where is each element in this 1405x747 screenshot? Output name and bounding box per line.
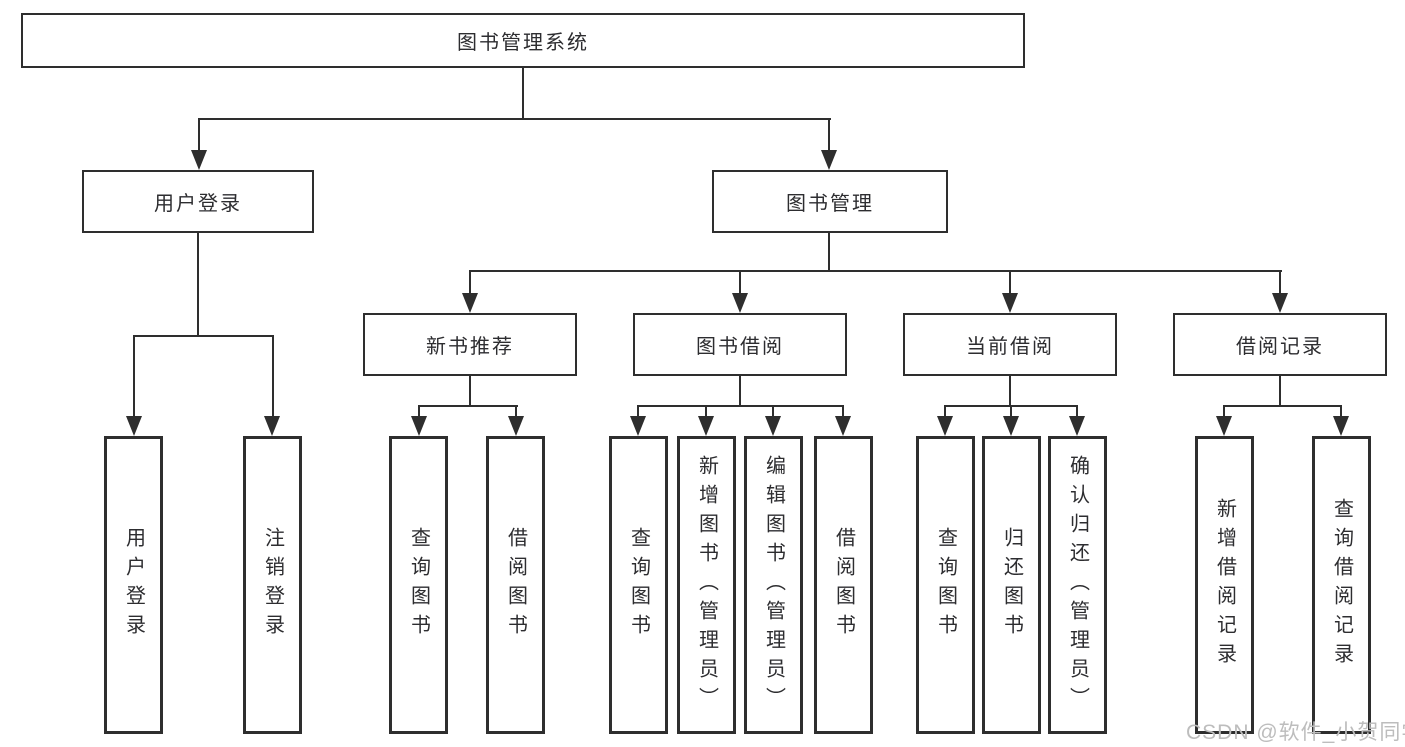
arrowhead-icon xyxy=(835,416,851,436)
connector-line xyxy=(944,405,946,416)
connector-line xyxy=(522,68,524,120)
arrowhead-icon xyxy=(1216,416,1232,436)
connector-line xyxy=(469,270,471,293)
connector-line xyxy=(842,405,844,416)
leaf-label: 新增图书（管理员） xyxy=(695,454,718,716)
leaf-add-borrow-record: 新增借阅记录 xyxy=(1195,436,1254,734)
arrowhead-icon xyxy=(1003,416,1019,436)
connector-line xyxy=(1279,376,1281,407)
arrowhead-icon xyxy=(698,416,714,436)
node-book-management-system: 图书管理系统 xyxy=(21,13,1025,68)
node-label: 图书借阅 xyxy=(696,336,784,358)
leaf-label: 归还图书 xyxy=(1000,527,1023,643)
leaf-label: 借阅图书 xyxy=(832,527,855,643)
node-label: 借阅记录 xyxy=(1236,336,1324,358)
arrowhead-icon xyxy=(411,416,427,436)
connector-line xyxy=(772,405,774,416)
arrowhead-icon xyxy=(1272,293,1288,313)
arrowhead-icon xyxy=(1069,416,1085,436)
node-label: 新书推荐 xyxy=(426,336,514,358)
connector-line xyxy=(469,270,1282,272)
connector-line xyxy=(418,405,420,416)
connector-line xyxy=(637,405,844,407)
node-new-book-recommend: 新书推荐 xyxy=(363,313,577,376)
connector-line xyxy=(469,376,471,407)
arrowhead-icon xyxy=(508,416,524,436)
leaf-query-borrow-record: 查询借阅记录 xyxy=(1312,436,1371,734)
leaf-query-books-recommend: 查询图书 xyxy=(389,436,448,734)
leaf-user-login: 用户登录 xyxy=(104,436,163,734)
leaf-label: 借阅图书 xyxy=(504,527,527,643)
node-current-borrowing: 当前借阅 xyxy=(903,313,1117,376)
arrowhead-icon xyxy=(191,150,207,170)
connector-line xyxy=(828,118,830,152)
connector-line xyxy=(272,335,274,416)
csdn-watermark: CSDN @软件_小贺同学 xyxy=(1186,721,1405,744)
connector-line xyxy=(705,405,707,416)
leaf-label: 查询图书 xyxy=(934,527,957,643)
leaf-label: 查询图书 xyxy=(407,527,430,643)
connector-line xyxy=(133,335,135,416)
leaf-query-books-borrowing: 查询图书 xyxy=(609,436,668,734)
connector-line xyxy=(1076,405,1078,416)
connector-line xyxy=(739,376,741,407)
connector-line xyxy=(1009,376,1011,407)
connector-line xyxy=(637,405,639,416)
connector-line xyxy=(418,405,518,407)
arrowhead-icon xyxy=(630,416,646,436)
leaf-label: 用户登录 xyxy=(122,527,145,643)
arrowhead-icon xyxy=(462,293,478,313)
arrowhead-icon xyxy=(264,416,280,436)
arrowhead-icon xyxy=(732,293,748,313)
leaf-label: 新增借阅记录 xyxy=(1213,498,1236,672)
leaf-label: 注销登录 xyxy=(261,527,284,643)
arrowhead-icon xyxy=(1333,416,1349,436)
arrowhead-icon xyxy=(1002,293,1018,313)
arrowhead-icon xyxy=(821,150,837,170)
leaf-query-books-current: 查询图书 xyxy=(916,436,975,734)
connector-line xyxy=(1009,270,1011,293)
leaf-return-books: 归还图书 xyxy=(982,436,1041,734)
arrowhead-icon xyxy=(937,416,953,436)
node-user-login-branch: 用户登录 xyxy=(82,170,314,233)
leaf-edit-books-admin: 编辑图书（管理员） xyxy=(744,436,803,734)
node-book-borrowing: 图书借阅 xyxy=(633,313,847,376)
node-book-management-branch: 图书管理 xyxy=(712,170,948,233)
connector-line xyxy=(1010,405,1012,416)
arrowhead-icon xyxy=(765,416,781,436)
leaf-logout: 注销登录 xyxy=(243,436,302,734)
connector-line xyxy=(1223,405,1342,407)
node-label: 图书管理系统 xyxy=(457,32,589,54)
connector-line xyxy=(197,233,199,337)
connector-line xyxy=(1279,270,1281,293)
arrowhead-icon xyxy=(126,416,142,436)
connector-line xyxy=(198,118,200,152)
leaf-borrow-books: 借阅图书 xyxy=(814,436,873,734)
leaf-label: 编辑图书（管理员） xyxy=(762,454,785,716)
leaf-label: 查询图书 xyxy=(627,527,650,643)
node-label: 用户登录 xyxy=(154,193,242,215)
node-borrowing-records: 借阅记录 xyxy=(1173,313,1387,376)
connector-line xyxy=(739,270,741,293)
leaf-confirm-return-admin: 确认归还（管理员） xyxy=(1048,436,1107,734)
leaf-label: 确认归还（管理员） xyxy=(1066,454,1089,716)
leaf-borrow-books-recommend: 借阅图书 xyxy=(486,436,545,734)
connector-line xyxy=(198,118,831,120)
leaf-label: 查询借阅记录 xyxy=(1330,498,1353,672)
connector-line xyxy=(515,405,517,416)
connector-line xyxy=(828,233,830,272)
connector-line xyxy=(133,335,274,337)
node-label: 当前借阅 xyxy=(966,336,1054,358)
connector-line xyxy=(1223,405,1225,416)
node-label: 图书管理 xyxy=(786,193,874,215)
leaf-add-books-admin: 新增图书（管理员） xyxy=(677,436,736,734)
connector-line xyxy=(1340,405,1342,416)
